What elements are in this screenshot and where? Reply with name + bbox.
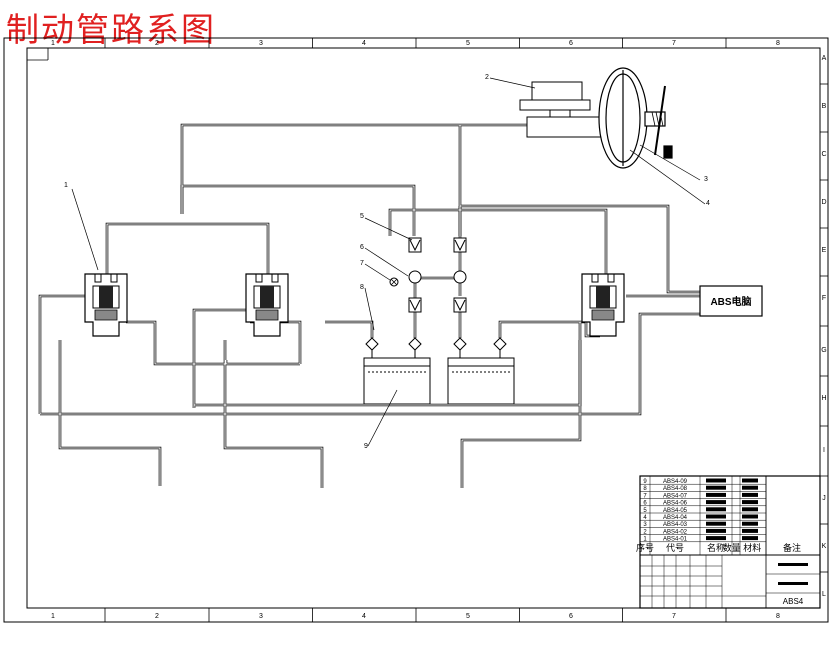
frame-col-label: 3 <box>259 613 263 620</box>
modulator-valve <box>408 237 422 253</box>
frame-col-label: 6 <box>569 40 573 47</box>
callout-numbers: 1 2 3 4 5 6 7 8 9 <box>64 74 710 450</box>
frame-col-label: 2 <box>155 40 159 47</box>
parts-list-row: 9 ABS4-09 <box>643 478 758 485</box>
frame-row-label: E <box>822 247 827 254</box>
parts-list-row: 8 ABS4-08 <box>643 485 758 492</box>
frame-col-label: 4 <box>362 40 366 47</box>
frame-col-label: 4 <box>362 613 366 620</box>
frame-grid-ticks <box>104 38 828 622</box>
title-block: 9 ABS4-09 8 ABS4-08 7 ABS4-07 6 ABS4-06 5 ABS4-05… <box>636 475 821 609</box>
vacuum-booster <box>598 67 673 169</box>
header-code: 代号 <box>666 543 684 553</box>
modulator-valve <box>408 297 422 313</box>
part-number: 2 <box>643 529 647 535</box>
frame-row-label: K <box>822 543 827 550</box>
modulator-valves <box>408 237 467 313</box>
callout-number: 5 <box>360 213 364 220</box>
header-no: 序号 <box>636 542 654 553</box>
frame-col-label: 8 <box>776 40 780 47</box>
abs-ecu-label: ABS电脑 <box>710 295 751 308</box>
part-number: 4 <box>643 515 647 521</box>
parts-list-row: 1 ABS4-01 <box>643 536 758 543</box>
frame-col-label: 5 <box>466 613 470 620</box>
frame-row-label: D <box>821 199 826 206</box>
part-number: 9 <box>643 479 647 485</box>
part-number: 3 <box>643 522 647 528</box>
part-number: 1 <box>643 537 647 543</box>
frame-row-label: J <box>822 495 826 502</box>
drawing-number: ABS4 <box>783 597 804 606</box>
part-number: 6 <box>643 501 647 507</box>
frame-row-label: I <box>823 447 825 454</box>
callout-number: 6 <box>360 244 364 251</box>
frame-col-label: 1 <box>51 613 55 620</box>
parts-list-row: 6 ABS4-06 <box>643 500 758 507</box>
frame-col-label: 1 <box>51 40 55 47</box>
junction-nodes <box>389 270 467 287</box>
frame-row-label: F <box>822 295 826 302</box>
frame-row-labels: A B C D E F G H I J K L <box>821 55 826 598</box>
header-name: 名称 <box>707 542 725 553</box>
wheel-unit <box>581 273 625 337</box>
part-code: ABS4-06 <box>663 501 688 507</box>
frame-col-label: 7 <box>672 40 676 47</box>
leader-lines <box>71 77 706 447</box>
callout-number: 1 <box>64 182 68 189</box>
parts-list-row: 2 ABS4-02 <box>643 528 758 535</box>
parts-list-row: 3 ABS4-03 <box>643 521 758 528</box>
part-code: ABS4-01 <box>663 537 688 543</box>
header-remark: 备注 <box>783 542 801 553</box>
frame-row-label: L <box>822 591 826 598</box>
frame-row-label: H <box>821 395 826 402</box>
parts-list-row: 7 ABS4-07 <box>643 492 758 499</box>
frame-row-label: A <box>822 55 827 62</box>
callout-number: 9 <box>364 443 368 450</box>
abs-ecu: ABS电脑 <box>699 285 763 317</box>
callout-number: 7 <box>360 260 364 267</box>
header-qty-material: 数量 材料 <box>723 542 762 553</box>
wheel-units <box>84 273 625 337</box>
accumulators <box>363 350 515 405</box>
modulator-valve <box>453 237 467 253</box>
part-code: ABS4-07 <box>663 493 688 499</box>
diamond-fittings <box>365 337 507 351</box>
part-code: ABS4-08 <box>663 486 688 492</box>
frame-col-label: 6 <box>569 613 573 620</box>
part-number: 8 <box>643 486 647 492</box>
frame-col-label: 3 <box>259 40 263 47</box>
part-code: ABS4-09 <box>663 479 688 485</box>
part-code: ABS4-05 <box>663 508 688 514</box>
callout-number: 8 <box>360 284 364 291</box>
part-number: 7 <box>643 493 647 499</box>
parts-list-row: 5 ABS4-05 <box>643 507 758 514</box>
inner-border <box>26 47 821 609</box>
callout-number: 2 <box>485 74 489 81</box>
master-cylinder <box>519 81 604 138</box>
part-number: 5 <box>643 508 647 514</box>
frame-row-label: G <box>821 347 826 354</box>
wheel-unit <box>84 273 128 337</box>
frame-col-label: 7 <box>672 613 676 620</box>
frame-row-label: B <box>822 103 827 110</box>
part-code: ABS4-03 <box>663 522 688 528</box>
parts-list-row: 4 ABS4-04 <box>643 514 758 521</box>
wheel-unit <box>245 273 289 337</box>
callout-number: 3 <box>704 176 708 183</box>
frame-col-label: 2 <box>155 613 159 620</box>
callout-number: 4 <box>706 200 710 207</box>
part-code: ABS4-04 <box>663 515 688 521</box>
frame-col-label: 5 <box>466 40 470 47</box>
part-code: ABS4-02 <box>663 529 688 535</box>
drawing-title: 制动管路系图 <box>6 10 216 49</box>
frame-row-label: C <box>821 151 826 158</box>
brake-lines-inner <box>39 124 700 488</box>
frame-col-label: 8 <box>776 613 780 620</box>
modulator-valve <box>453 297 467 313</box>
